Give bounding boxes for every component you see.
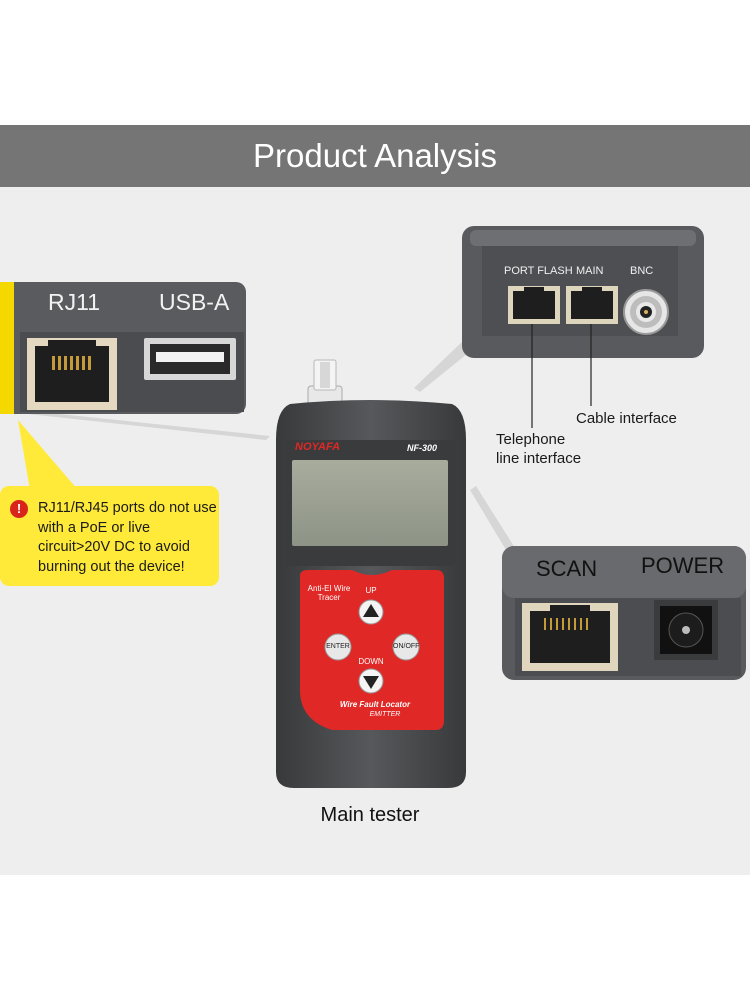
mode-line2: Tracer — [317, 593, 341, 602]
telephone-interface-label: Telephone line interface — [496, 430, 581, 468]
telephone-label-line1: Telephone — [496, 431, 566, 448]
power-port-label: POWER — [641, 553, 725, 578]
bnc-port-label: BNC — [630, 265, 654, 277]
telephone-label-line2: line interface — [496, 450, 582, 467]
callout-connectors — [10, 338, 520, 560]
warning-bubble — [0, 486, 219, 586]
up-label: UP — [365, 586, 377, 595]
warning-text: RJ11/RJ45 ports do not use with a PoE or… — [38, 500, 217, 575]
rj11-usb-panel — [0, 282, 246, 414]
usb-a-port-label: USB-A — [159, 289, 230, 315]
scan-power-panel — [502, 546, 746, 680]
emitter-label: EMITTER — [369, 711, 401, 718]
rj11-port-label: RJ11 — [48, 289, 100, 315]
cable-interface-label: Cable interface — [576, 410, 677, 427]
device-brand: NOYAFA — [295, 441, 341, 453]
connector-panel-top — [462, 226, 704, 428]
enter-button: ENTER — [326, 643, 350, 650]
device-model: NF-300 — [407, 443, 438, 453]
anti-ei-label: Anti-EI Wire Tracer — [305, 584, 353, 602]
onoff-button: ON/OFF — [393, 643, 420, 650]
main-tester-device — [276, 359, 466, 788]
page-title: Product Analysis — [253, 137, 497, 174]
down-label: DOWN — [358, 657, 384, 666]
exclamation-icon: ! — [10, 500, 28, 518]
mode-line1: Anti-EI Wire — [307, 584, 351, 593]
main-port-label: MAIN — [576, 265, 604, 277]
scan-port-label: SCAN — [536, 556, 598, 581]
port-flash-label: PORT FLASH — [504, 265, 573, 277]
bubble-tail — [18, 420, 78, 490]
wire-fault-locator-label: Wire Fault Locator — [339, 700, 411, 709]
title-banner — [0, 125, 750, 187]
main-tester-caption: Main tester — [320, 804, 420, 826]
